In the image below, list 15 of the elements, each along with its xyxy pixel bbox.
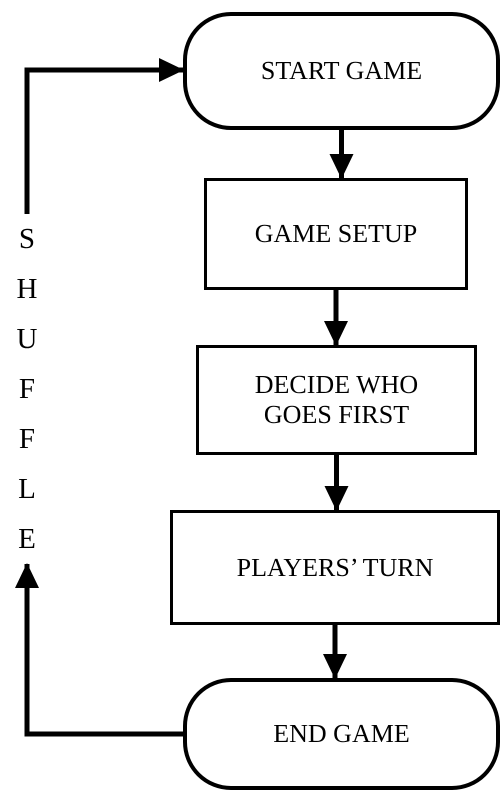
process-box	[170, 510, 500, 625]
box-label: PLAYERS’ TURN	[236, 552, 434, 582]
arrow	[24, 58, 184, 214]
arrow	[323, 625, 347, 679]
box-label: GAME SETUP	[254, 219, 418, 249]
arrow	[330, 130, 354, 179]
arrow	[324, 290, 348, 346]
arrow	[15, 563, 183, 736]
box-label: START GAME	[260, 56, 424, 86]
arrow	[324, 455, 348, 511]
vertical-label: SHUFFLE	[16, 222, 38, 557]
box-label: END GAME	[272, 719, 411, 749]
box-label: DECIDE WHO GOES FIRST	[254, 370, 420, 430]
process-box	[196, 345, 477, 455]
process-box	[204, 178, 468, 290]
